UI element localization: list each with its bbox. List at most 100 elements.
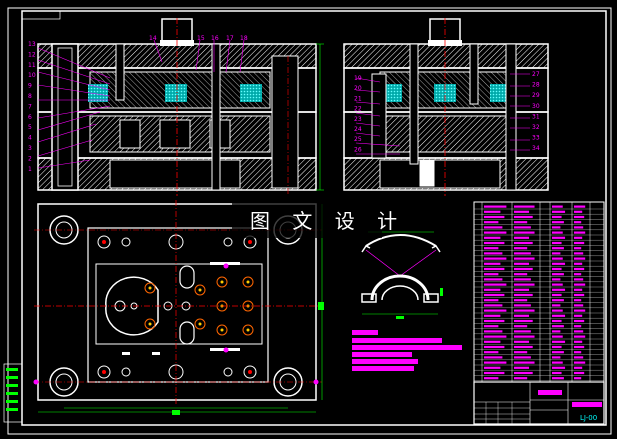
bom-cell xyxy=(552,231,563,234)
bom-cell xyxy=(484,257,507,260)
bom-cell xyxy=(552,335,563,338)
bom-cell xyxy=(574,283,586,286)
bom-cell xyxy=(484,314,501,317)
callout-number: 23 xyxy=(354,116,362,123)
bom-cell xyxy=(574,267,585,271)
bom-cell xyxy=(484,247,499,250)
callout-number: 12 xyxy=(28,51,36,58)
callout-number: 19 xyxy=(354,75,362,82)
callout-number: 2 xyxy=(28,155,32,162)
callout-number: 3 xyxy=(28,145,32,152)
bom-cell xyxy=(514,304,531,307)
bom-cell xyxy=(484,226,503,229)
bom-cell xyxy=(574,288,583,291)
callout-number: 14 xyxy=(149,35,157,42)
bom-cell xyxy=(484,293,505,297)
callout-number: 32 xyxy=(532,124,540,131)
watermark-backdrop xyxy=(232,202,382,238)
bom-cell xyxy=(552,351,564,354)
bom-cell xyxy=(484,366,501,369)
revision-strip xyxy=(3,363,23,423)
corner-tag xyxy=(21,10,61,20)
outer-border xyxy=(7,7,612,435)
bom-cell xyxy=(514,210,530,213)
bom-cell xyxy=(514,262,530,265)
bom-cell xyxy=(484,304,503,307)
bom-cell xyxy=(514,309,535,312)
bom-cell xyxy=(552,278,561,281)
bom-cell xyxy=(574,257,586,260)
bom-cell xyxy=(552,293,562,297)
bom-cell xyxy=(484,371,505,375)
bom-cell xyxy=(552,319,562,323)
bom-cell xyxy=(484,262,501,265)
bom-cell xyxy=(574,309,586,312)
bom-cell xyxy=(514,257,535,260)
bom-cell xyxy=(514,366,530,369)
bom-cell xyxy=(514,356,531,359)
callout-number: 24 xyxy=(354,126,362,133)
callout-number: 7 xyxy=(28,103,32,110)
callout-number: 8 xyxy=(28,93,32,100)
bom-cell xyxy=(574,226,584,229)
bom-cell xyxy=(574,330,584,333)
bom-cell xyxy=(484,325,499,328)
bom-cell xyxy=(574,304,584,307)
bom-cell xyxy=(484,340,501,343)
bom-cell xyxy=(574,345,585,349)
bom-cell xyxy=(574,205,586,208)
bom-cell xyxy=(484,288,501,291)
bom-cell xyxy=(552,340,566,343)
callout-number: 6 xyxy=(28,114,32,121)
bom-cell xyxy=(514,299,528,302)
bom-cell xyxy=(552,345,562,349)
bom-cell xyxy=(574,356,584,359)
bom-cell xyxy=(514,340,530,343)
bom-cell xyxy=(574,325,582,328)
bom-cell xyxy=(514,330,531,333)
callout-number: 29 xyxy=(532,92,540,99)
bom-cell xyxy=(552,262,566,265)
bom-cell xyxy=(514,226,531,229)
drawing-frame xyxy=(21,10,607,426)
bom-cell xyxy=(484,215,505,219)
bom-cell xyxy=(514,293,533,297)
bom-cell xyxy=(484,309,507,312)
bom-cell xyxy=(574,377,582,380)
bom-cell xyxy=(484,210,501,213)
bom-cell xyxy=(514,278,531,281)
technical-notes xyxy=(352,330,462,371)
callout-number: 1 xyxy=(28,166,32,173)
bom-cell xyxy=(484,283,507,286)
callout-number: 5 xyxy=(28,124,32,131)
bom-cell xyxy=(484,267,505,271)
bom-cell xyxy=(574,241,585,245)
callout-number: 13 xyxy=(28,41,36,48)
bom-cell xyxy=(574,247,582,250)
part-drawing xyxy=(361,231,443,319)
bom-cell xyxy=(552,283,563,286)
callout-number: 22 xyxy=(354,106,362,113)
callout-number: 18 xyxy=(240,35,248,42)
bom-cell xyxy=(484,231,507,234)
bom-cell xyxy=(484,278,503,281)
bom-cell xyxy=(484,299,499,302)
callout-number: 34 xyxy=(532,145,540,152)
bom-cell xyxy=(514,335,535,338)
bom-cell xyxy=(552,299,564,302)
bom-cell xyxy=(484,356,503,359)
bom-cell xyxy=(514,319,533,323)
bom-cell xyxy=(574,340,583,343)
callout-number: 27 xyxy=(532,71,540,78)
bom-cell xyxy=(484,377,499,380)
bom-cell xyxy=(574,366,583,369)
bom-cell xyxy=(552,361,563,364)
callout-number: 30 xyxy=(532,103,540,110)
bom-cell xyxy=(552,210,566,213)
bom-cell xyxy=(552,273,564,276)
bom-cell xyxy=(514,345,533,349)
mold-plan-view xyxy=(33,200,324,415)
bom-cell xyxy=(514,247,528,250)
bom-cell xyxy=(514,273,528,276)
